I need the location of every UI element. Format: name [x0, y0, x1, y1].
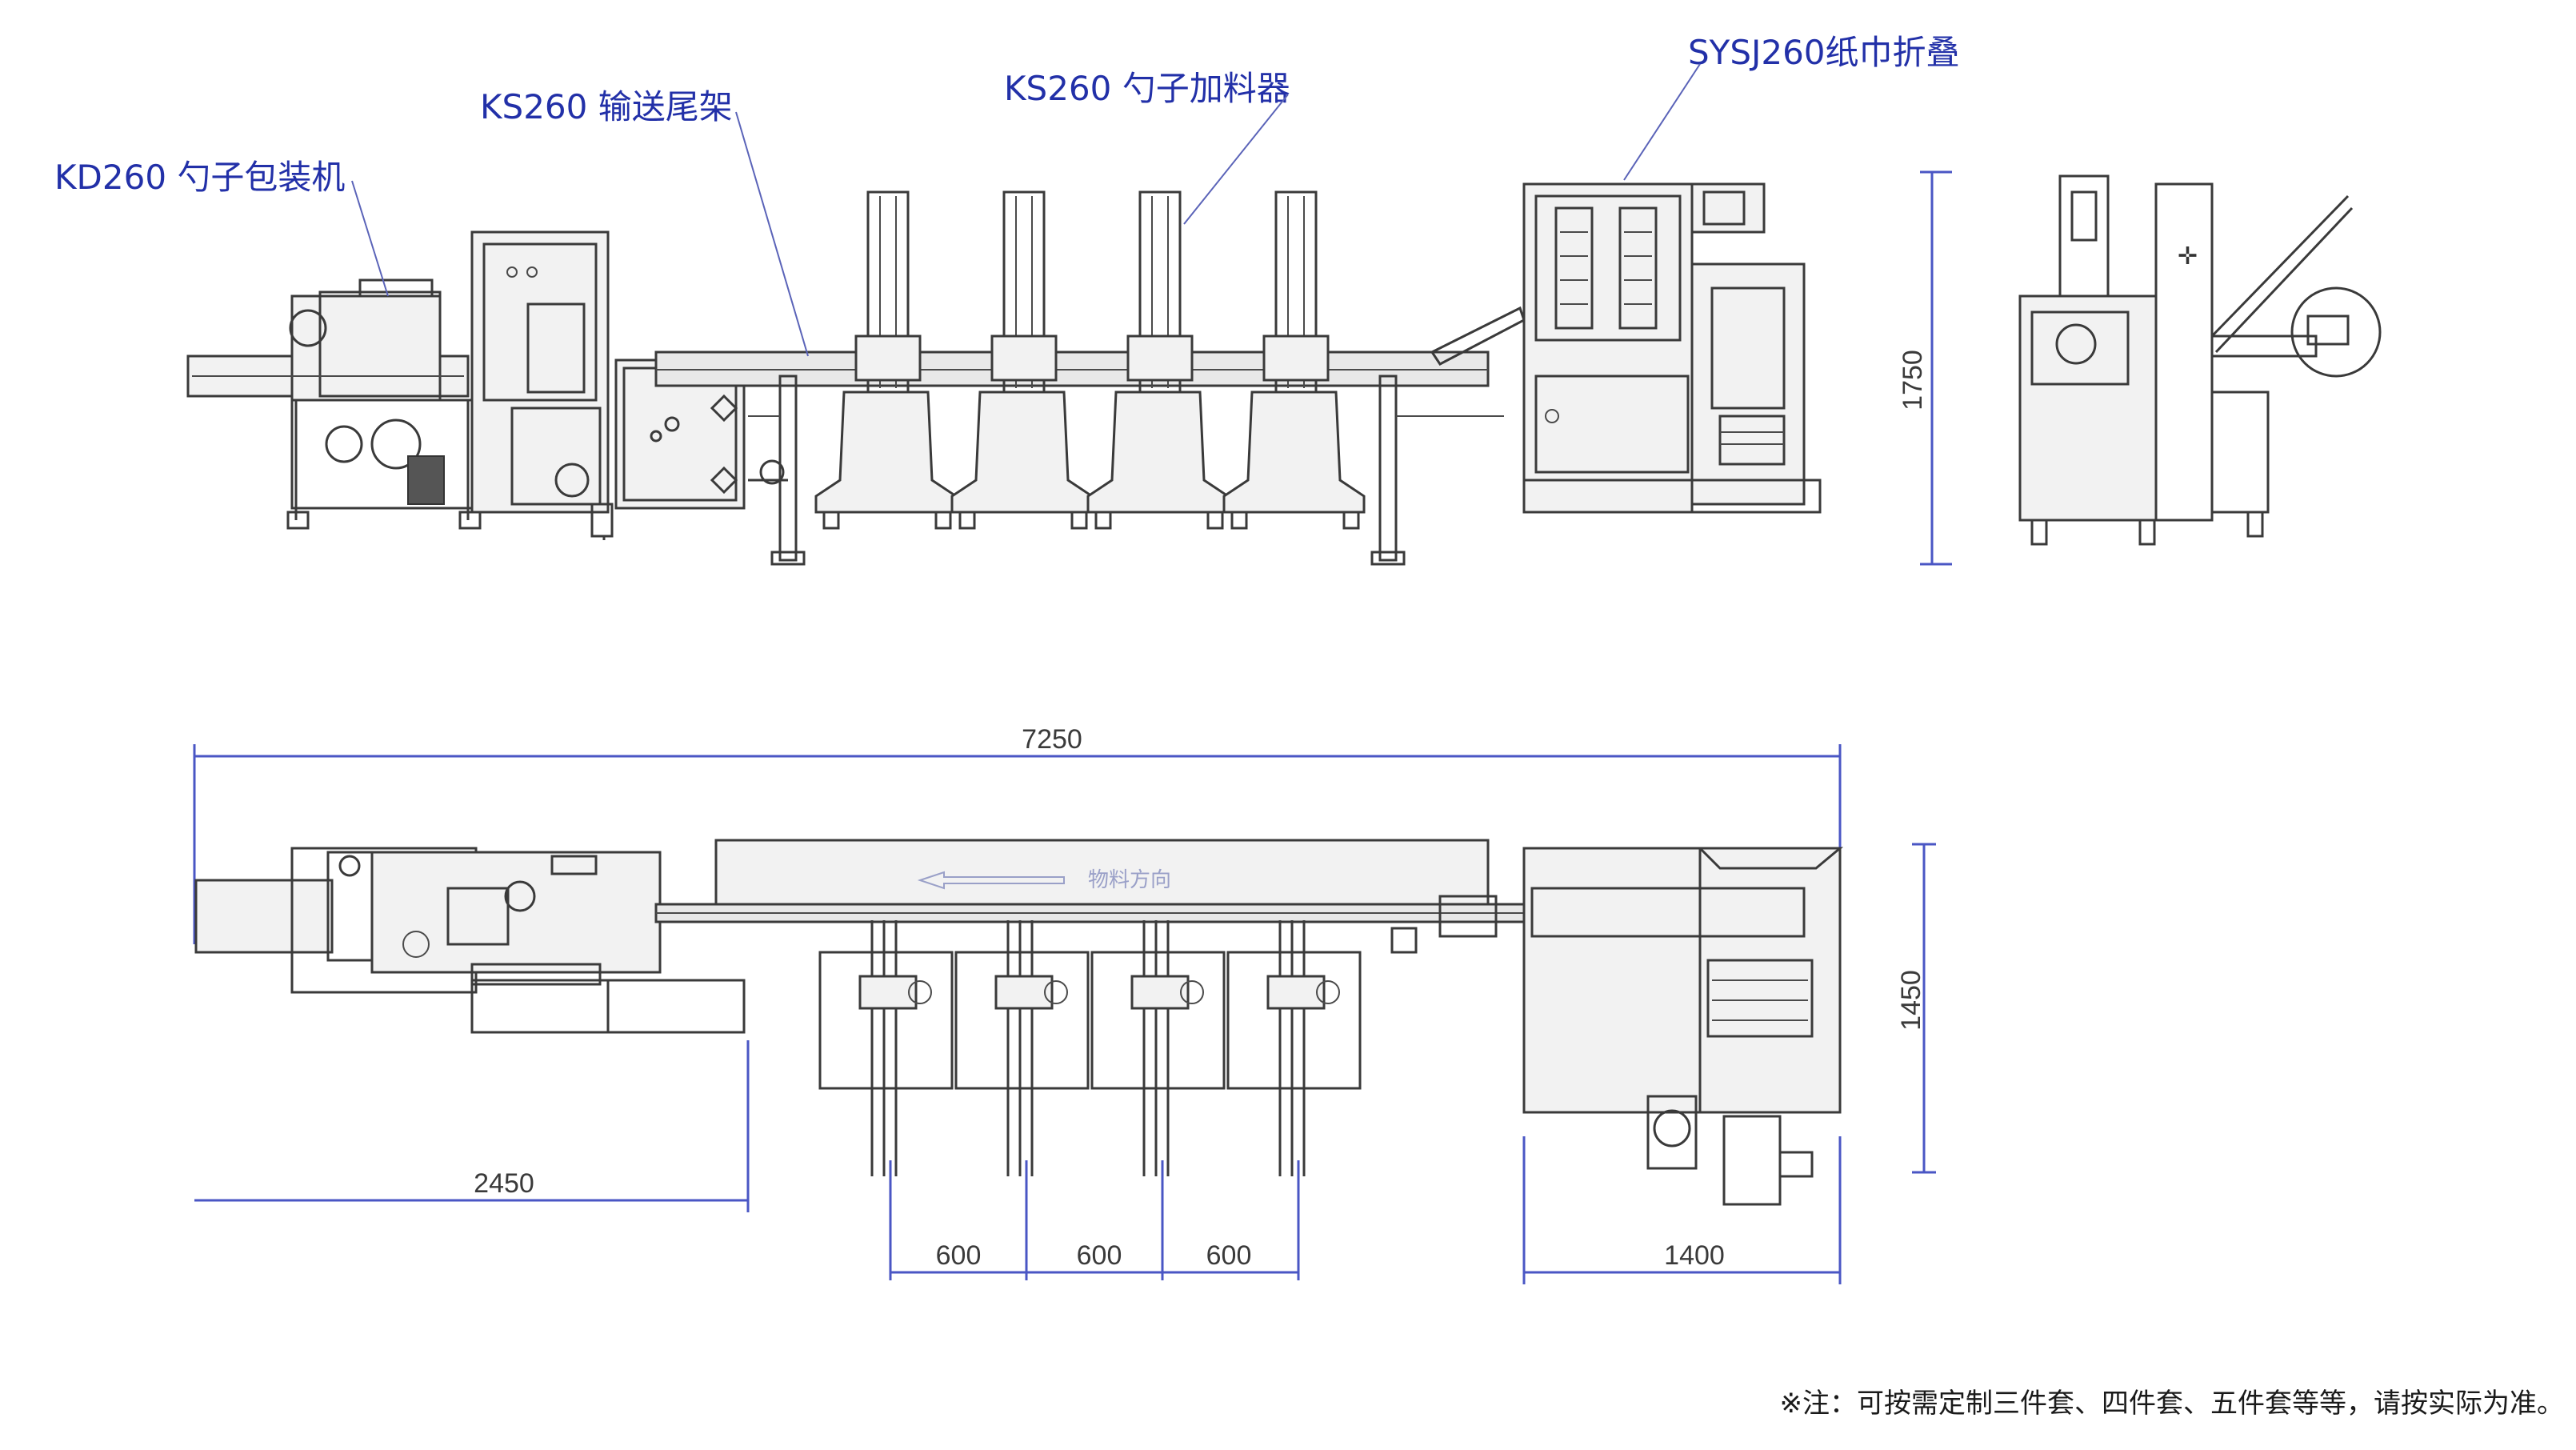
- label-ks260-feeder: KS260 勺子加料器: [1004, 69, 1290, 108]
- width-value: 1450: [1896, 970, 1926, 1031]
- feeder-spacing-2: 600: [1077, 1240, 1122, 1271]
- conveyor-plan: 物料方向: [654, 839, 1530, 954]
- sysj260-folder-plan: [1522, 847, 1844, 1206]
- folder-length-value: 1400: [1664, 1240, 1725, 1271]
- feeder-plan-2: [954, 920, 1090, 1176]
- feeder-1: [814, 190, 958, 530]
- feeder-spacing-1: 600: [936, 1240, 982, 1271]
- control-cabinet-elevation: [470, 230, 614, 540]
- customization-note: ※注：可按需定制三件套、四件套、五件套等等，请按实际为准。: [1780, 1388, 2565, 1420]
- spoon-feeders-plan: [818, 920, 1362, 1176]
- labels: KD260 勺子包装机 KS260 输送尾架 KS260 勺子加料器 SYSJ2…: [54, 33, 1960, 357]
- elevation-view: ✛ 1750 KD260 勺子包装机 KS260 输送尾架 KS260 勺子加料…: [54, 33, 2382, 566]
- label-sysj260: SYSJ260纸巾折叠: [1688, 33, 1960, 72]
- feeder-plan-4: [1226, 920, 1362, 1176]
- height-dimension: 1750: [1898, 170, 1952, 566]
- total-length-value: 7250: [1022, 724, 1082, 755]
- folder-length-dimension: 1400: [1522, 1136, 1842, 1284]
- label-ks260-frame: KS260 输送尾架: [480, 87, 733, 126]
- label-kd260: KD260 勺子包装机: [54, 158, 345, 197]
- packer-length-dimension: 2450: [194, 1040, 750, 1212]
- conveyor-elevation: [654, 306, 1526, 566]
- side-view: ✛: [2018, 174, 2382, 546]
- packer-length-value: 2450: [474, 1168, 534, 1199]
- width-dimension: 1450: [1896, 843, 1936, 1174]
- feeder-plan-3: [1090, 920, 1226, 1176]
- feeder-plan-1: [818, 920, 954, 1176]
- plan-view: 7250 物料方向: [193, 724, 1936, 1284]
- total-length-dimension: 7250: [193, 724, 1842, 944]
- feeder-spacing-dimensions: 600 600 600: [889, 1160, 1300, 1280]
- side-crosshair-icon: ✛: [2178, 242, 2198, 270]
- feeder-spacing-3: 600: [1206, 1240, 1252, 1271]
- height-value: 1750: [1898, 350, 1928, 411]
- spoon-feeders-elevation: [814, 190, 1366, 530]
- kd260-packer-elevation: [186, 278, 482, 530]
- sysj260-folder-elevation: [1522, 182, 1822, 514]
- kd260-packer-plan: [194, 847, 746, 1034]
- feeder-4: [1222, 190, 1366, 530]
- flow-direction-label: 物料方向: [1088, 868, 1171, 892]
